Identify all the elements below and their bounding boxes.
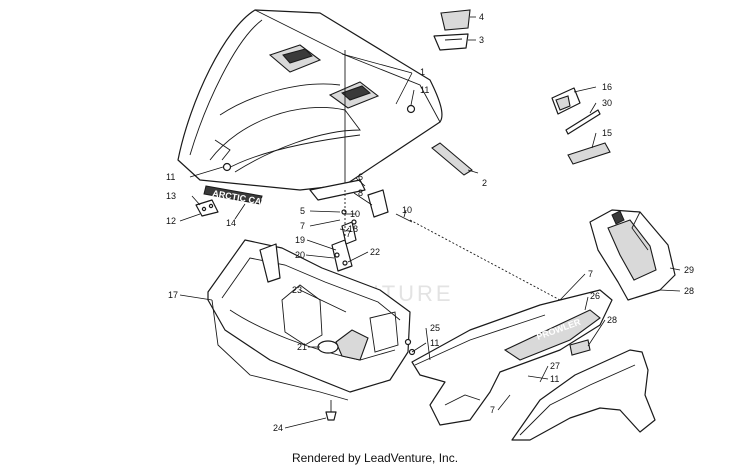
side-panel	[511, 349, 656, 441]
callout-5: 5	[300, 206, 305, 216]
callout-18: 18	[348, 224, 358, 234]
callout-12: 12	[166, 216, 176, 226]
tub-plug	[325, 411, 337, 421]
callout-7: 7	[346, 229, 351, 239]
weather-strip	[431, 142, 473, 176]
callout-19: 19	[295, 235, 305, 245]
brush-guard	[589, 209, 676, 301]
callout-2: 2	[482, 178, 487, 188]
callout-7: 7	[588, 269, 593, 279]
fender-panel: PROWLER	[411, 289, 613, 426]
callout-20: 20	[295, 250, 305, 260]
callout-14: 14	[226, 218, 236, 228]
hood-decal-text: ARCTIC CAT	[212, 188, 268, 207]
callout-27: 27	[550, 361, 560, 371]
callout-1: 1	[420, 67, 425, 77]
callout-29: 29	[684, 265, 694, 275]
storage-tub	[207, 239, 416, 401]
callout-11: 11	[420, 85, 429, 95]
callout-8: 8	[358, 188, 363, 198]
latch-rod	[565, 109, 601, 135]
callout-11: 11	[166, 172, 175, 182]
callout-9: 10	[402, 205, 412, 215]
callout-4: 4	[479, 12, 484, 22]
callout-11: 11	[550, 374, 559, 384]
callout-26: 26	[590, 291, 600, 301]
callout-28: 28	[607, 315, 617, 325]
callouts: 4 3 1 11 16 30 15 2 11 13 12 14 6 8 10 5…	[166, 12, 694, 433]
callout-24: 24	[273, 423, 283, 433]
callout-3: 3	[479, 35, 484, 45]
callout-7: 7	[300, 221, 305, 231]
callout-22: 22	[370, 247, 380, 257]
callout-13: 13	[166, 191, 176, 201]
callout-21: 21	[297, 342, 307, 352]
callout-25: 25	[430, 323, 440, 333]
callout-7: 7	[490, 405, 495, 415]
vent-gasket	[433, 33, 469, 51]
hood-bracket	[195, 199, 219, 217]
hood	[177, 9, 443, 191]
callout-17: 17	[168, 290, 178, 300]
callout-30: 30	[602, 98, 612, 108]
vent-cover	[440, 9, 471, 31]
callout-16: 16	[602, 82, 612, 92]
leader-lines	[179, 16, 681, 429]
callout-6: 6	[358, 172, 363, 182]
callout-15: 15	[602, 128, 612, 138]
callout-28: 28	[684, 286, 694, 296]
render-credit: Rendered by LeadVenture, Inc.	[291, 451, 459, 465]
latch-pad	[567, 142, 611, 165]
hinge-bracket-upper	[367, 189, 389, 218]
callout-11: 11	[430, 338, 439, 348]
callout-10: 10	[350, 209, 360, 219]
callout-23: 23	[292, 285, 302, 295]
